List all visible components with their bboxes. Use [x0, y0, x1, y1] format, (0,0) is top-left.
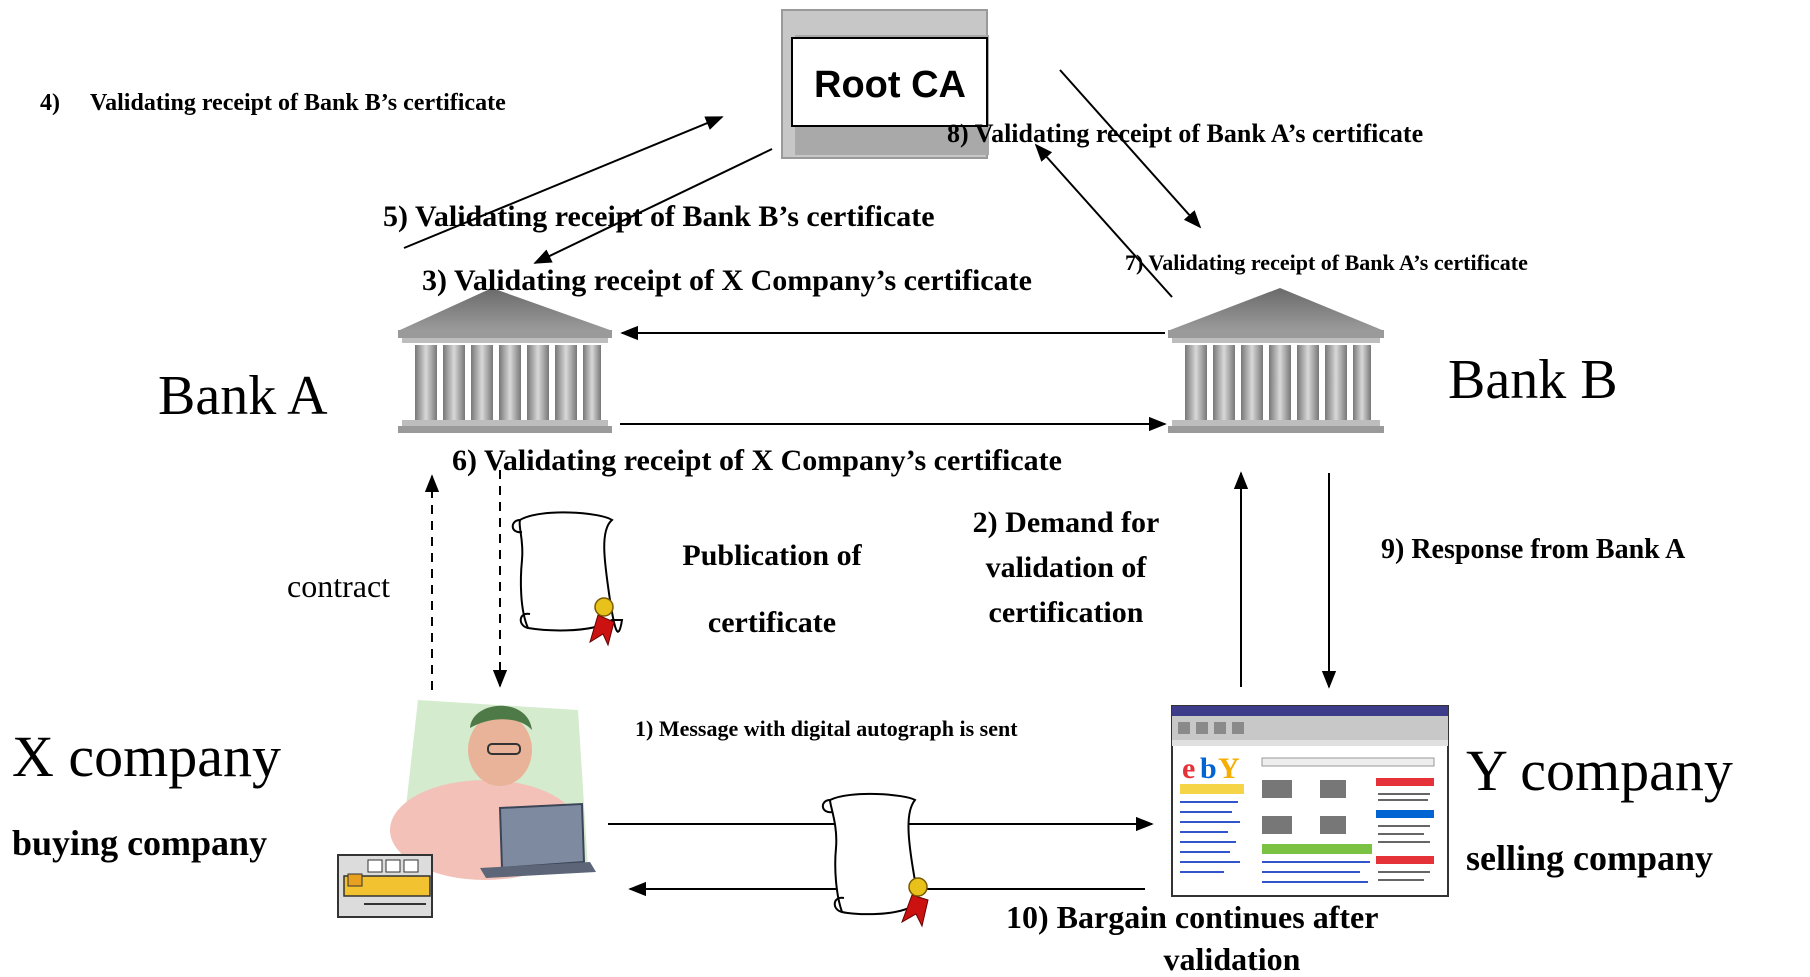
svg-text:Y: Y [1218, 752, 1240, 785]
bank-a-building-icon [398, 288, 612, 433]
step-2-line-2: validation of [986, 551, 1148, 584]
step-3-label: 3) Validating receipt of X Company’s cer… [422, 264, 1032, 297]
step-4-label: Validating receipt of Bank B’s certifica… [90, 90, 506, 116]
card-reader-icon [337, 854, 433, 918]
web-browser-screenshot-icon: e b Y [1171, 705, 1449, 897]
step-9-label: 9) Response from Bank A [1381, 534, 1686, 565]
step-5-label: 5) Validating receipt of Bank B’s certif… [383, 200, 935, 233]
certificate-scroll-icon [511, 511, 624, 647]
contract-label: contract [287, 568, 390, 604]
person-at-laptop-icon [390, 700, 596, 880]
step-2-line-3: certification [989, 596, 1144, 629]
x-company-label: X company [12, 724, 281, 789]
step-7-label: 7) Validating receipt of Bank A’s certif… [1125, 250, 1528, 275]
step-8-label: 8) Validating receipt of Bank A’s certif… [947, 119, 1423, 148]
step-1-label: 1) Message with digital autograph is sen… [635, 716, 1018, 741]
step-6-label: 6) Validating receipt of X Company’s cer… [452, 444, 1062, 477]
publication-line-1: Publication of [682, 539, 862, 572]
message-scroll-icon [821, 792, 929, 928]
y-company-label: Y company [1466, 738, 1733, 803]
arrow-step8 [1059, 69, 1202, 229]
x-company-role: buying company [12, 823, 267, 863]
y-company-role: selling company [1466, 838, 1713, 878]
arrow-step4 [403, 116, 724, 249]
step-10-line-2: validation [1164, 941, 1301, 977]
svg-text:b: b [1200, 752, 1217, 785]
bank-b-label: Bank B [1448, 349, 1618, 411]
bank-b-building-icon [1168, 288, 1384, 433]
labels: 4) Validating receipt of Bank B’s certif… [12, 90, 1733, 977]
root-ca-label: Root CA [814, 64, 966, 106]
arrow-step7 [1034, 143, 1173, 298]
step-10-line-1: 10) Bargain continues after [1006, 899, 1378, 935]
bank-a-label: Bank A [158, 365, 328, 427]
root-ca-box: Root CA [781, 9, 989, 159]
svg-text:e: e [1182, 752, 1195, 785]
publication-line-2: certificate [708, 606, 836, 639]
step-2-line-1: 2) Demand for [973, 506, 1160, 539]
arrow-step5 [533, 148, 773, 264]
step-4-number: 4) [40, 90, 60, 116]
